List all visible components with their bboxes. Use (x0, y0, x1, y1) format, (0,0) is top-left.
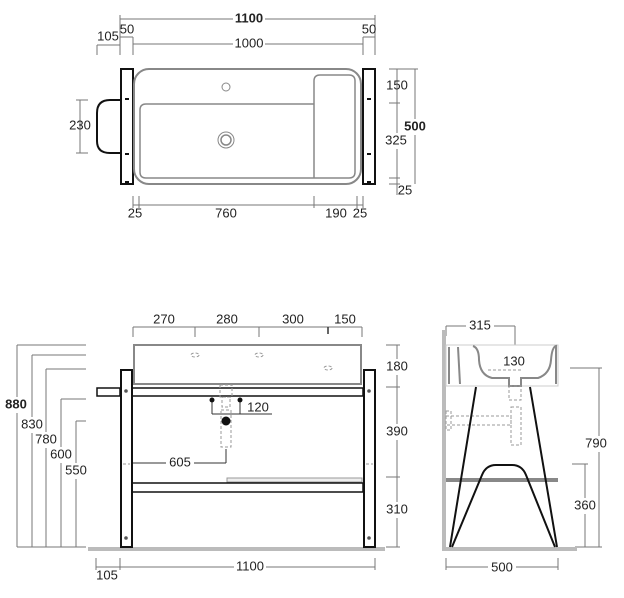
dim-height-830: 830 (21, 416, 43, 431)
towel-bar-front (96, 387, 121, 397)
dim-margin-right: 25 (353, 205, 367, 220)
dim-hole-spacing-3: 300 (282, 311, 304, 326)
dim-drain-offset: 605 (169, 454, 191, 469)
dim-depth-total: 500 (404, 118, 426, 133)
basin-outline (133, 68, 362, 185)
dim-hole-spacing-1: 270 (153, 311, 175, 326)
dim-side-basin-depth: 315 (469, 317, 491, 332)
right-leg-front (363, 369, 376, 548)
dim-side-frame-depth: 500 (491, 559, 513, 574)
right-leg-top (362, 68, 376, 185)
valve-left-icon (209, 397, 215, 403)
dim-side-height-360: 360 (574, 497, 596, 512)
dim-front-overall-width: 1100 (236, 558, 264, 573)
floor-front (88, 547, 385, 551)
shelf-front (226, 477, 363, 483)
dim-top-overall-width: 1100 (235, 10, 263, 25)
dim-depth-back: 150 (386, 77, 408, 92)
dim-top-leg-left: 50 (120, 21, 134, 36)
dim-side-height-790: 790 (585, 435, 607, 450)
floor-side (442, 547, 577, 551)
side-view: 315 790 360 500 130 (442, 317, 608, 576)
drain-icon (217, 131, 235, 149)
dim-basin-height: 180 (386, 358, 408, 373)
waste-pipe (219, 384, 233, 448)
dim-hole-spacing-4: 150 (334, 311, 356, 326)
front-dimension-lines (16, 326, 400, 570)
basin-side-outline (445, 344, 559, 387)
bowl-and-shelf (139, 74, 356, 179)
dim-frame-gap: 390 (386, 423, 408, 438)
drain-outlet-icon (221, 416, 231, 426)
valve-right-icon (237, 397, 243, 403)
dim-shelf-width: 190 (325, 205, 347, 220)
dim-depth-bowl: 325 (385, 132, 407, 147)
dim-depth-front: 25 (398, 182, 412, 197)
dim-height-880: 880 (5, 396, 27, 411)
shelf-side (446, 478, 558, 482)
side-legs (449, 386, 558, 548)
dim-shelf-height: 310 (386, 501, 408, 516)
dim-height-600: 600 (50, 446, 72, 461)
dim-bowl-width: 760 (215, 205, 237, 220)
side-brace (451, 464, 556, 548)
dim-height-550: 550 (65, 462, 87, 477)
side-waste-pipe (445, 385, 522, 446)
dim-towel-bar-height: 230 (69, 117, 91, 132)
top-view: 1100 105 50 50 1000 230 150 500 325 25 2… (69, 10, 426, 220)
lower-frame-bar (131, 482, 364, 493)
top-dimension-lines (76, 15, 418, 208)
dim-height-780: 780 (35, 431, 57, 446)
dim-hole-spacing-2: 280 (216, 311, 238, 326)
dim-front-towel-offset: 105 (96, 567, 118, 582)
dim-top-leg-right: 50 (362, 21, 376, 36)
left-leg-front (120, 369, 133, 548)
dim-side-drain-offset: 130 (503, 353, 525, 368)
leg-screws (125, 98, 371, 183)
top-frame-bar (131, 387, 364, 397)
dim-margin-left: 25 (128, 205, 142, 220)
dim-valve-spacing: 120 (247, 399, 269, 414)
wall (442, 330, 446, 550)
leg-bolts (124, 389, 371, 540)
tap-hole-icon (221, 82, 231, 92)
dim-top-towel-offset: 105 (97, 28, 119, 43)
dim-top-basin-width: 1000 (235, 35, 264, 50)
tap-holes (190, 352, 333, 371)
left-leg-top (120, 68, 134, 185)
basin-front (133, 344, 362, 385)
front-view: 270 280 300 150 880 830 780 600 550 180 … (3, 311, 410, 582)
towel-bar-top (96, 99, 120, 154)
